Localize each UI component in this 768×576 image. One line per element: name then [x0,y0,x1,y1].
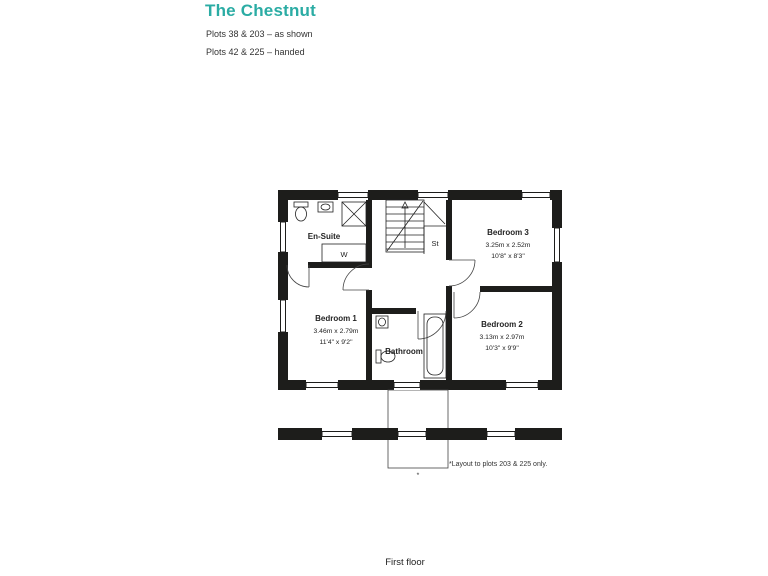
bedroom2-label: Bedroom 2 [481,320,523,329]
windows [278,190,562,440]
wardrobe-label: W [340,250,348,259]
bedroom1-imperial: 11'4" x 9'2" [320,339,354,346]
shower-icon [341,201,367,227]
bedroom3-label: Bedroom 3 [487,228,529,237]
ensuite-toilet-icon [293,201,309,222]
ensuite-label: En-Suite [308,232,341,241]
wardrobe-outline [321,243,367,263]
bedroom2-metric: 3.13m x 2.97m [480,334,525,341]
interior-walls [308,200,552,380]
floor-caption: First floor [385,557,425,568]
footnote-text: *Layout to plots 203 & 225 only. [449,461,548,468]
store-label: St [431,239,439,248]
bath-icon [423,313,447,379]
bedroom1-metric: 3.46m x 2.79m [314,328,359,335]
plots-as-shown: Plots 38 & 203 – as shown [206,29,313,39]
footnote-marker: * [417,472,420,479]
bedroom3-imperial: 10'8" x 8'3" [491,253,525,260]
stairs [385,199,425,253]
bedroom3-metric: 3.25m x 2.52m [486,242,531,249]
bathroom-basin-icon [375,315,389,329]
store-cupboard [423,201,446,254]
plots-handed: Plots 42 & 225 – handed [206,47,305,57]
bathroom-label: Bathroom [385,347,423,356]
page-title: The Chestnut [205,1,317,20]
bedroom1-label: Bedroom 1 [315,314,357,323]
ensuite-basin-icon [317,201,334,213]
ensuite-fixtures [293,201,367,227]
bathroom-fixtures [375,313,447,379]
bathroom-toilet-icon [375,349,396,364]
bedroom2-imperial: 10'3" x 9'9" [485,345,519,352]
